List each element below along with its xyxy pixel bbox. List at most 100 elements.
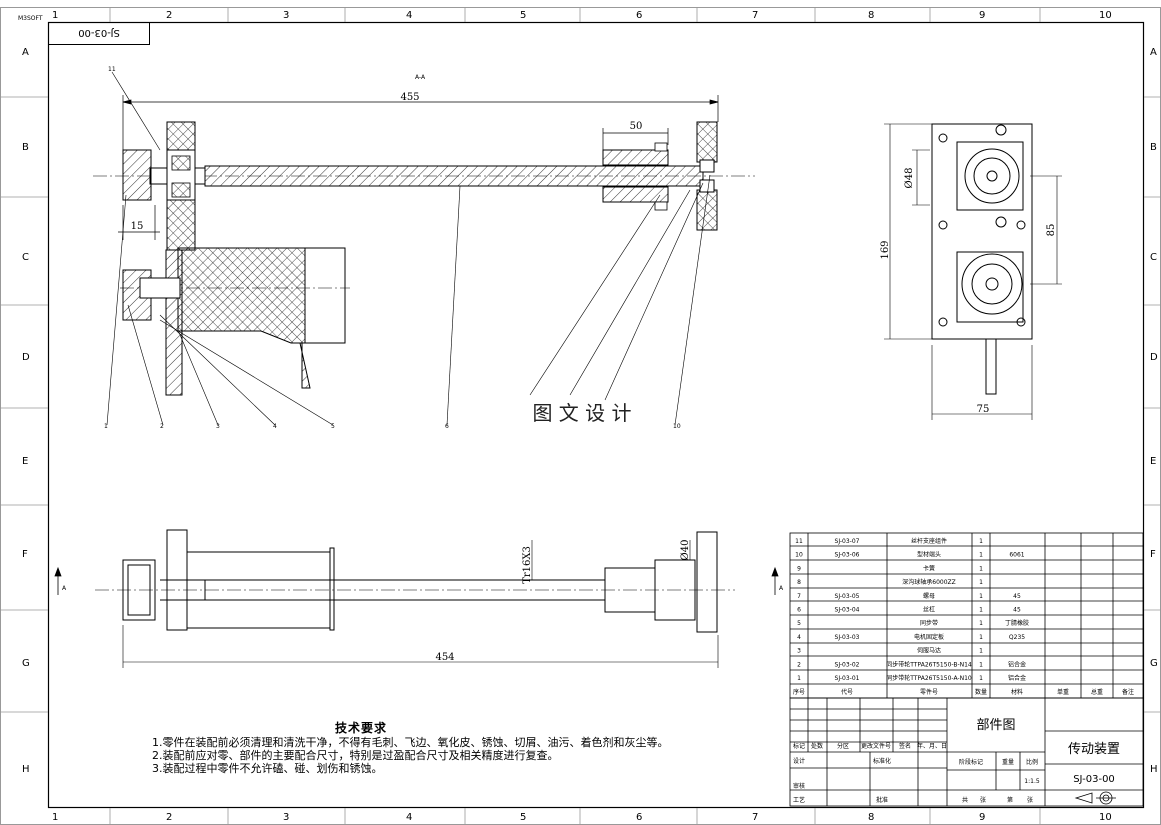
bearing-lower	[171, 182, 191, 198]
bom-cell-code: SJ-03-06	[835, 552, 860, 559]
bom-cell-name: 丝杠	[923, 606, 935, 614]
dim-label-75: 75	[977, 404, 990, 415]
bom-header-cell: 零件号	[920, 688, 938, 696]
balloon-labels: 1 2 3 4 5 6 10 11	[104, 66, 681, 430]
col-label-top: 2	[166, 10, 172, 21]
drawing-number: SJ-03-00	[1073, 774, 1115, 785]
motor-end-cap	[304, 247, 346, 344]
row-label-right: C	[1150, 252, 1157, 263]
sheets-total-label: 共	[962, 796, 968, 804]
balloon-6: 6	[445, 423, 449, 430]
bom-cell-qty: 1	[979, 552, 983, 559]
col-label-bottom: 1	[52, 812, 58, 823]
bom-cell-material: 丁腈橡胶	[1005, 619, 1029, 627]
bom-cell-qty: 1	[979, 648, 983, 655]
bom-header-cell: 数量	[975, 688, 987, 696]
dim-label-85: 85	[1046, 224, 1057, 237]
bom-cell-no: 7	[797, 593, 801, 600]
bom-cell-name: 伺服马达	[917, 647, 941, 655]
bom-cell-material: 45	[1013, 593, 1021, 600]
bom-cell-code: SJ-03-05	[835, 593, 860, 600]
col-label-top: 1	[52, 10, 58, 21]
bom-cell-name: 卡簧	[923, 564, 935, 572]
front-view-dims	[122, 540, 719, 668]
end-bearing-lower	[699, 179, 715, 193]
col-label-bottom: 3	[283, 812, 289, 823]
bom-cell-qty: 1	[979, 565, 983, 572]
balloon-1: 1	[104, 423, 108, 430]
row-label-right: H	[1150, 764, 1158, 775]
bom-cell-material: 铝合金	[1008, 660, 1026, 668]
col-label-top: 8	[868, 10, 874, 21]
balloon-3: 3	[216, 423, 220, 430]
support-block-bottom	[166, 199, 196, 251]
end-support-top	[696, 121, 718, 163]
bom-cell-no: 9	[797, 565, 801, 572]
scale-label: 比例	[1026, 758, 1038, 766]
dim-label-454: 454	[435, 652, 454, 663]
bom-cell-no: 11	[795, 538, 803, 545]
dim-label-169: 169	[880, 240, 891, 259]
bom-cell-no: 4	[797, 634, 801, 641]
inner-border	[47, 21, 1145, 809]
balloon-10: 10	[673, 423, 681, 430]
bom-cell-no: 5	[797, 620, 801, 627]
col-label-bottom: 2	[166, 812, 172, 823]
bom-header-cell: 单重	[1057, 688, 1069, 696]
bom-cell-no: 6	[797, 607, 801, 614]
approve-label: 批准	[876, 796, 888, 804]
bom-cell-qty: 1	[979, 620, 983, 627]
bom-cell-code: SJ-03-01	[835, 675, 860, 682]
col-label-top: 4	[406, 10, 412, 21]
bom-cell-name: 螺母	[923, 592, 935, 600]
assembly-name: 传动装置	[1068, 742, 1120, 757]
view-arrow-right	[771, 566, 779, 595]
row-label-right: D	[1150, 352, 1158, 363]
balloon-11: 11	[108, 66, 116, 73]
bom-header: 序号 代号 零件号 数量 材料 单重 总重 备注	[793, 688, 1134, 696]
notes-title: 技术要求	[335, 721, 388, 735]
bom-header-cell: 序号	[793, 688, 805, 696]
bom-cell-name: 电机固定板	[914, 633, 944, 641]
col-label-bottom: 7	[752, 812, 758, 823]
view-marker-left: A	[62, 585, 67, 592]
scale-value: 1:1.5	[1024, 778, 1040, 785]
col-label-bottom: 8	[868, 812, 874, 823]
leader-lines	[106, 71, 711, 426]
rev-header: 年、月、日	[917, 742, 947, 750]
col-label-top: 10	[1099, 10, 1112, 21]
bom-cell-qty: 1	[979, 579, 983, 586]
bom-header-cell: 总重	[1091, 688, 1103, 696]
col-label-top: 9	[979, 10, 985, 21]
view-marker-right: A	[779, 585, 784, 592]
side-view-dims	[884, 123, 1062, 420]
dim-50	[602, 128, 669, 150]
rev-header: 分区	[837, 742, 849, 750]
side-view	[931, 123, 1033, 395]
std-label: 标准化	[873, 757, 891, 765]
row-label-left: B	[22, 142, 29, 153]
bearing-upper	[171, 155, 191, 171]
bom-header-cell: 代号	[841, 688, 853, 696]
bom-cell-no: 2	[797, 661, 801, 668]
col-label-bottom: 10	[1099, 812, 1112, 823]
bom-cell-material: 6061	[1009, 552, 1024, 559]
title-block-grid	[789, 697, 1144, 807]
note-line-2: 2.装配前应对零、部件的主要配合尺寸，特别是过盈配合尺寸及相关精度进行复查。	[152, 749, 559, 762]
role-review: 审核	[793, 782, 805, 790]
bom-cell-name: 深沟球轴承6000ZZ	[902, 578, 956, 586]
col-label-top: 5	[520, 10, 526, 21]
dim-label-thread: Tr16X3	[522, 546, 533, 584]
rev-header: 处数	[811, 742, 823, 750]
balloon-2: 2	[160, 423, 164, 430]
balloon-4: 4	[273, 423, 277, 430]
screw-shaft	[204, 165, 704, 187]
col-label-bottom: 4	[406, 812, 412, 823]
row-label-left: A	[22, 47, 29, 58]
part-type: 部件图	[976, 718, 1015, 733]
bom-cell-code: SJ-03-04	[835, 607, 860, 614]
watermark: 图 文 设 计	[532, 401, 631, 425]
bom-cell-no: 8	[797, 579, 801, 586]
row-label-left: C	[22, 252, 29, 263]
